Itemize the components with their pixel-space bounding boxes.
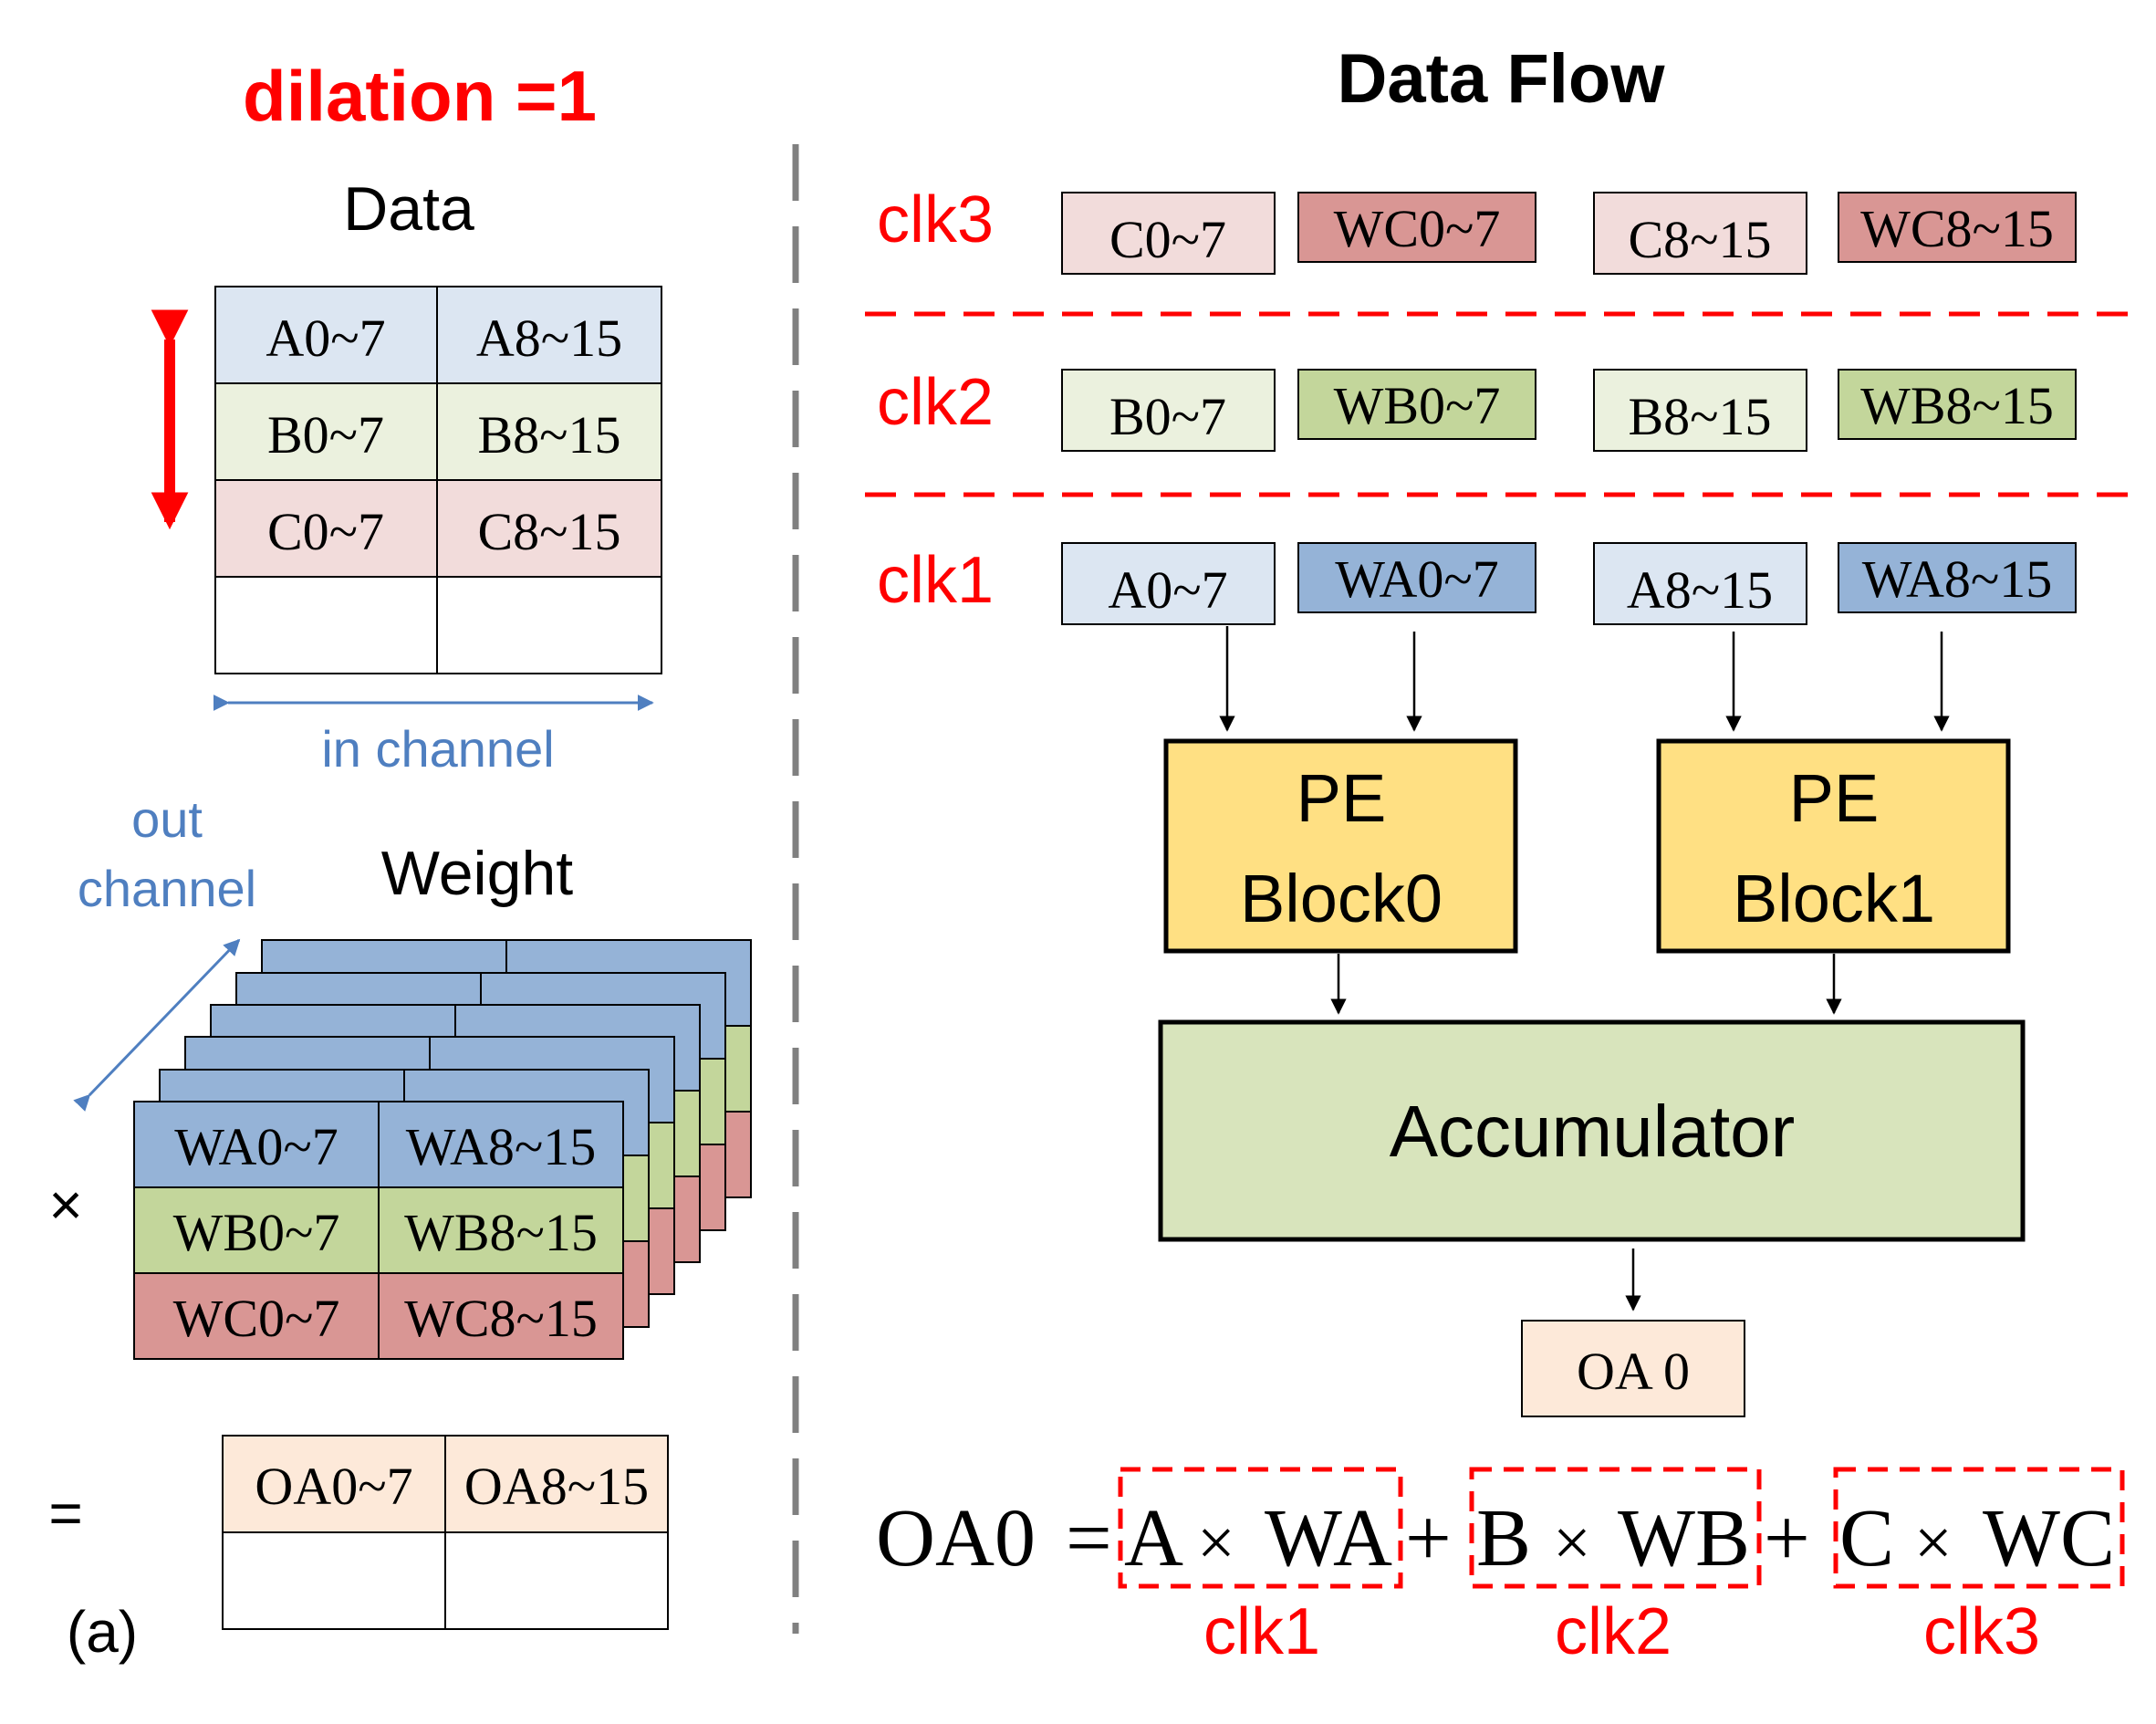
data-cell: A0~7 [266, 308, 385, 368]
weight-front-layer: WA0~7 WA8~15 WB0~7 WB8~15 WC0~7 WC8~15 [133, 1101, 624, 1360]
equation-lhs: OA0 [876, 1493, 1036, 1583]
equation-term-a: A [1124, 1493, 1183, 1583]
accumulator-block: Accumulator [1158, 1019, 2026, 1242]
clk-label: clk3 [877, 183, 994, 256]
clk3-row: clk3 C0~7 WC0~7 C8~15 WC8~15 [877, 183, 2077, 275]
out-channel-label-line2: channel [78, 860, 256, 917]
clk2-block: B0~7 [1109, 387, 1226, 446]
equation-clk-label: clk2 [1555, 1595, 1672, 1668]
term-box-clk1 [1118, 1467, 1403, 1589]
accumulator-label: Accumulator [1390, 1091, 1796, 1172]
data-flow-title: Data Flow [1338, 40, 1666, 118]
weight-cell: WA0~7 [174, 1117, 339, 1176]
dilation-title: dilation =1 [243, 56, 597, 136]
equation-times: × [1197, 1506, 1235, 1581]
data-label: Data [343, 174, 474, 244]
equation-term-w: WC [1983, 1493, 2115, 1583]
out-channel-arrow [73, 938, 241, 1112]
pe-block-1: PE Block1 [1656, 738, 2011, 954]
pe-to-acc-arrows [1330, 954, 1842, 1015]
weight-stack: WA0~7 WA8~15 WB0~7 WB8~15 WC0~7 WC8~15 [133, 939, 752, 1360]
equation-term-w: WA [1265, 1493, 1392, 1583]
pe-block-label: PE [1297, 760, 1387, 836]
equation-equals: = [1066, 1493, 1112, 1583]
output-label: OA 0 [1577, 1342, 1690, 1401]
output-cell: OA0~7 [255, 1457, 412, 1516]
weight-cell: WC0~7 [173, 1289, 340, 1348]
equation-plus: + [1764, 1493, 1810, 1583]
input-arrows [1219, 626, 1950, 732]
output-box: OA 0 [1521, 1320, 1745, 1417]
output-table: OA0~7 OA8~15 [222, 1435, 669, 1630]
weight-cell: WC8~15 [404, 1289, 598, 1348]
clk1-block: WA8~15 [1862, 549, 2053, 609]
term-box-clk3 [1833, 1467, 2125, 1589]
pe-block-label: Block1 [1733, 861, 1935, 936]
pe-block-label: Block0 [1240, 861, 1443, 936]
equation-times: × [1914, 1506, 1953, 1581]
clk2-row: clk2 B0~7 WB0~7 B8~15 WB8~15 [877, 366, 2077, 452]
term-box-clk2 [1469, 1467, 1762, 1589]
equation-term-a: B [1476, 1493, 1531, 1583]
pe-block-label: PE [1789, 760, 1880, 836]
weight-cell: WB0~7 [173, 1203, 340, 1262]
clk-label: clk2 [877, 366, 994, 439]
clk3-block: C8~15 [1628, 210, 1771, 269]
weight-cell: WB8~15 [404, 1203, 598, 1262]
clk2-block: WB0~7 [1334, 376, 1501, 435]
clk1-block: A0~7 [1108, 560, 1227, 620]
data-cell: B0~7 [267, 405, 384, 465]
equation: OA0 = A × WA + B × WB + C × WC [876, 1467, 2125, 1589]
weight-label: Weight [381, 839, 574, 908]
clk1-block: A8~15 [1627, 560, 1773, 620]
equation-clk-label: clk1 [1203, 1595, 1320, 1668]
clk-label: clk1 [877, 544, 994, 617]
equals-sign: = [48, 1480, 82, 1546]
clk2-block: WB8~15 [1860, 376, 2054, 435]
equation-term-w: WB [1618, 1493, 1750, 1583]
clk2-block: B8~15 [1628, 387, 1771, 446]
clk1-row: clk1 A0~7 WA0~7 A8~15 WA8~15 [877, 542, 2077, 625]
equation-plus: + [1405, 1493, 1452, 1583]
clk3-block: C0~7 [1109, 210, 1226, 269]
equation-times: × [1553, 1506, 1591, 1581]
data-cell: A8~15 [476, 308, 622, 368]
data-cell: C0~7 [267, 502, 384, 561]
clk3-block: WC8~15 [1860, 199, 2054, 258]
clk3-block: WC0~7 [1334, 199, 1501, 258]
equation-clk-label: clk3 [1923, 1595, 2040, 1668]
times-sign: × [48, 1172, 82, 1238]
weight-cell: WA8~15 [406, 1117, 597, 1176]
panel-label: (a) [67, 1599, 138, 1665]
clk1-block: WA0~7 [1335, 549, 1499, 609]
data-cell: C8~15 [477, 502, 620, 561]
in-channel-label: in channel [321, 720, 554, 778]
equation-term-a: C [1839, 1493, 1894, 1583]
out-channel-label-line1: out [131, 790, 203, 848]
pe-block-0: PE Block0 [1163, 738, 1518, 954]
output-cell: OA8~15 [464, 1457, 649, 1516]
data-table: A0~7 A8~15 B0~7 B8~15 C0~7 C8~15 [214, 286, 662, 674]
data-cell: B8~15 [477, 405, 620, 465]
